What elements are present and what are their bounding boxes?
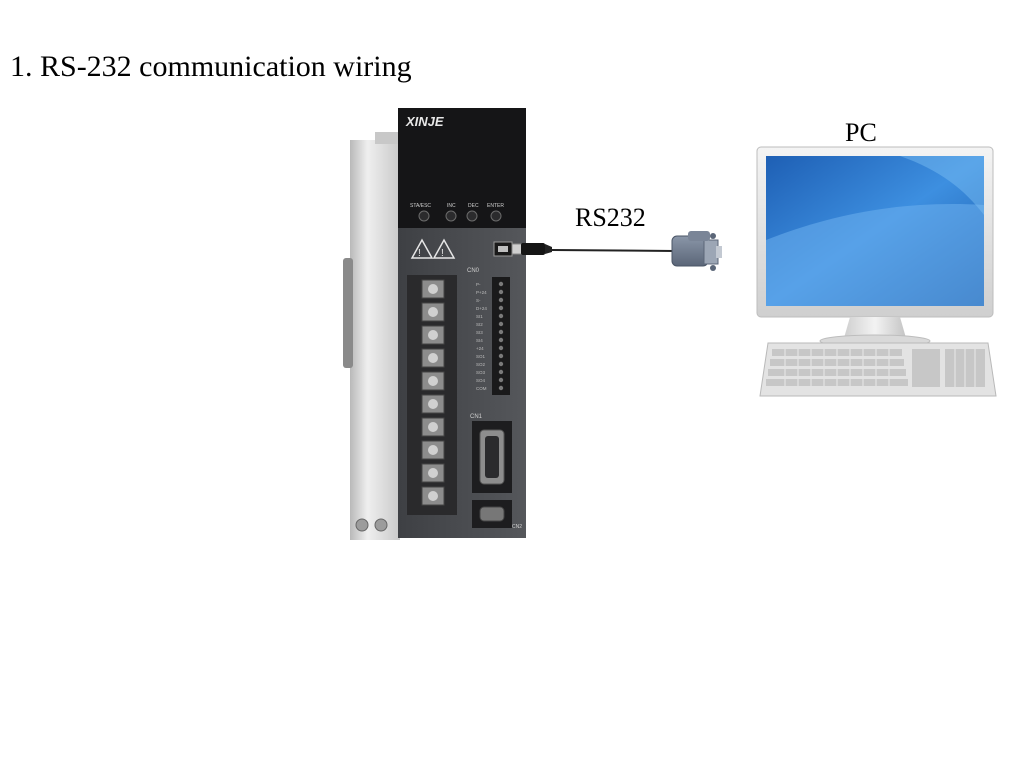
svg-text:SO1: SO1 [476,354,486,359]
cn0-connector [492,277,510,395]
svg-text:P+24: P+24 [476,290,487,295]
svg-text:!: ! [418,248,421,259]
drive-bracket [343,258,353,368]
cn0-label: CN0 [467,268,480,274]
svg-text:S-: S- [476,298,481,303]
page-title: 1. RS-232 communication wiring [10,50,412,83]
svg-text:+24: +24 [476,346,484,351]
svg-text:SI2: SI2 [476,322,483,327]
db9-connector [671,231,722,271]
cable-line [551,249,676,252]
servo-drive: XINJE STA/ESC INC DEC ENTER ! ! [343,108,526,540]
svg-text:D+24: D+24 [476,306,487,311]
svg-text:SI1: SI1 [476,314,483,319]
pc-label: PC [845,118,877,147]
svg-text:SI3: SI3 [476,330,483,335]
cn2-label: CN2 [512,524,522,530]
mini-din-plug [521,243,545,255]
screw-icon [374,518,388,532]
key-label: STA/ESC [410,203,431,209]
warning-icon: ! ! [410,238,456,259]
drive-display-panel [398,108,526,228]
svg-text:SO2: SO2 [476,362,486,367]
key-button-icon [418,210,430,222]
svg-text:SO4: SO4 [476,378,486,383]
key-label: DEC [468,203,479,209]
svg-text:SO3: SO3 [476,370,486,375]
cn1-label: CN1 [470,414,483,420]
svg-text:SI4: SI4 [476,338,483,343]
monitor-stand [844,317,906,338]
pc-computer [756,146,997,397]
svg-text:COM: COM [476,386,487,391]
key-label: INC [447,203,456,209]
svg-text:P-: P- [476,282,481,287]
key-label: ENTER [487,203,504,209]
key-button-icon [490,210,502,222]
key-button-icon [466,210,478,222]
cn0-pins [498,281,504,391]
drive-brand: XINJE [405,114,444,129]
drive-heatsink [350,140,400,540]
drive-keypad: STA/ESC INC DEC ENTER [410,203,504,222]
rs232-cable [511,231,722,271]
screw-icon [355,518,369,532]
power-terminal-block [407,275,457,515]
cn0-pin-labels: P- P+24 S- D+24 SI1 SI2 SI3 SI4 +24 SO1 … [476,282,487,391]
svg-text:!: ! [441,248,444,259]
key-button-icon [445,210,457,222]
rs232-label: RS232 [575,203,646,232]
